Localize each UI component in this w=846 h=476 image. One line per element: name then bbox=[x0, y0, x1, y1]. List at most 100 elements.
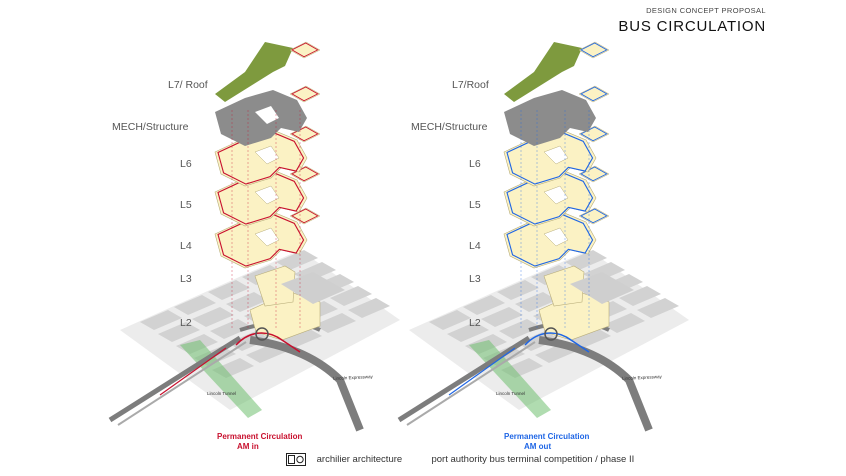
plate-void bbox=[254, 227, 280, 247]
city-block bbox=[192, 307, 234, 327]
plate-roof bbox=[215, 41, 321, 102]
ramp-helix bbox=[255, 327, 269, 341]
city-block bbox=[158, 322, 200, 342]
floor-plate bbox=[504, 90, 596, 146]
city-block bbox=[226, 292, 268, 312]
city-block bbox=[447, 322, 489, 342]
plate-void bbox=[543, 227, 569, 247]
expressway-ramp bbox=[249, 336, 364, 432]
circulation-loop bbox=[580, 86, 608, 102]
satellite-plate bbox=[289, 85, 321, 103]
city-block bbox=[565, 250, 607, 270]
city-block bbox=[140, 310, 182, 330]
highway-ramp bbox=[117, 341, 247, 426]
city-block bbox=[174, 295, 216, 315]
plate-void bbox=[255, 106, 279, 124]
ground-circulation bbox=[159, 347, 227, 396]
plate-l6 bbox=[503, 125, 610, 187]
expressway-ramp bbox=[538, 336, 653, 432]
floor-plate bbox=[578, 41, 610, 59]
floor-plate bbox=[289, 85, 321, 103]
city-base bbox=[397, 250, 689, 432]
city-block bbox=[276, 250, 318, 270]
floor-plate bbox=[289, 41, 321, 59]
satellite-plate bbox=[289, 207, 321, 225]
plate-l6 bbox=[214, 125, 321, 187]
level-label-l4: L4 bbox=[469, 240, 481, 252]
satellite-plate bbox=[578, 85, 610, 103]
header-kicker: DESIGN CONCEPT PROPOSAL bbox=[646, 6, 766, 15]
city-block bbox=[208, 280, 250, 300]
map-label-lincoln-tunnel: Lincoln Tunnel bbox=[207, 391, 237, 396]
caption-line-2: AM in bbox=[237, 442, 259, 451]
floor-plate bbox=[578, 207, 610, 225]
city-block bbox=[637, 298, 679, 318]
level-label-l4: L4 bbox=[180, 240, 192, 252]
park-strip bbox=[469, 340, 551, 418]
caption-line-1: Permanent Circulation bbox=[504, 432, 590, 441]
level-label-l3: L3 bbox=[469, 273, 481, 285]
circulation-loop bbox=[580, 208, 608, 224]
level-label-mech: MECH/Structure bbox=[112, 121, 189, 133]
footer-firm: archilier architecture bbox=[316, 454, 403, 465]
caption-line-2: AM out bbox=[524, 442, 552, 451]
caption-am-out: Permanent Circulation AM out bbox=[504, 432, 589, 452]
ramp-helix bbox=[544, 327, 558, 341]
footer: archilier architecture port authority bu… bbox=[286, 453, 634, 466]
page-title: BUS CIRCULATION bbox=[618, 18, 766, 35]
level-label-l6: L6 bbox=[469, 158, 481, 170]
level-label-l6: L6 bbox=[180, 158, 192, 170]
city-base bbox=[108, 250, 400, 432]
park-strip bbox=[180, 340, 262, 418]
city-block bbox=[429, 310, 471, 330]
plate-l3 bbox=[543, 265, 634, 307]
am-out-axonometric bbox=[397, 41, 689, 432]
circulation-loop bbox=[580, 42, 608, 58]
floor-plate bbox=[578, 85, 610, 103]
plate-void bbox=[543, 185, 569, 205]
plate-void bbox=[254, 145, 280, 165]
level-label-l5: L5 bbox=[180, 199, 192, 211]
city-block bbox=[603, 313, 645, 333]
city-block bbox=[210, 319, 252, 339]
floor-plate bbox=[215, 42, 293, 102]
city-block bbox=[515, 292, 557, 312]
footer-project: port authority bus terminal competition … bbox=[431, 454, 635, 465]
floor-plate bbox=[289, 207, 321, 225]
plate-mech bbox=[504, 85, 610, 146]
city-block bbox=[499, 319, 541, 339]
map-label-lincoln-tunnel: Lincoln Tunnel bbox=[496, 391, 526, 396]
plate-roof bbox=[504, 41, 610, 102]
city-block bbox=[497, 280, 539, 300]
city-block bbox=[481, 307, 523, 327]
ground-circulation bbox=[524, 332, 590, 353]
roof-terrace bbox=[281, 272, 345, 304]
city-block bbox=[348, 298, 390, 318]
level-label-roof: L7/ Roof bbox=[168, 79, 208, 91]
am-in-axonometric bbox=[108, 41, 400, 432]
level-label-l3: L3 bbox=[180, 273, 192, 285]
plate-void bbox=[543, 145, 569, 165]
level-label-l2: L2 bbox=[469, 317, 481, 329]
circulation-loop bbox=[291, 208, 319, 224]
highway-ramp bbox=[406, 341, 536, 426]
plate-mech bbox=[215, 85, 321, 146]
plate-l3 bbox=[254, 265, 345, 307]
ground-circulation bbox=[448, 347, 516, 396]
floor-plate bbox=[504, 42, 582, 102]
archilier-logo-icon bbox=[286, 453, 306, 466]
circulation-loop bbox=[291, 42, 319, 58]
highway-ramp bbox=[397, 335, 531, 423]
satellite-plate bbox=[578, 41, 610, 59]
level-label-roof: L7/Roof bbox=[452, 79, 489, 91]
level-label-mech: MECH/Structure bbox=[411, 121, 488, 133]
city-block bbox=[280, 328, 322, 348]
caption-line-1: Permanent Circulation bbox=[217, 432, 303, 441]
highway-ramp bbox=[108, 335, 242, 423]
city-block bbox=[463, 295, 505, 315]
ground-circulation bbox=[235, 332, 301, 353]
city-block bbox=[330, 286, 372, 306]
city-block bbox=[619, 286, 661, 306]
satellite-plate bbox=[289, 41, 321, 59]
level-label-l2: L2 bbox=[180, 317, 192, 329]
